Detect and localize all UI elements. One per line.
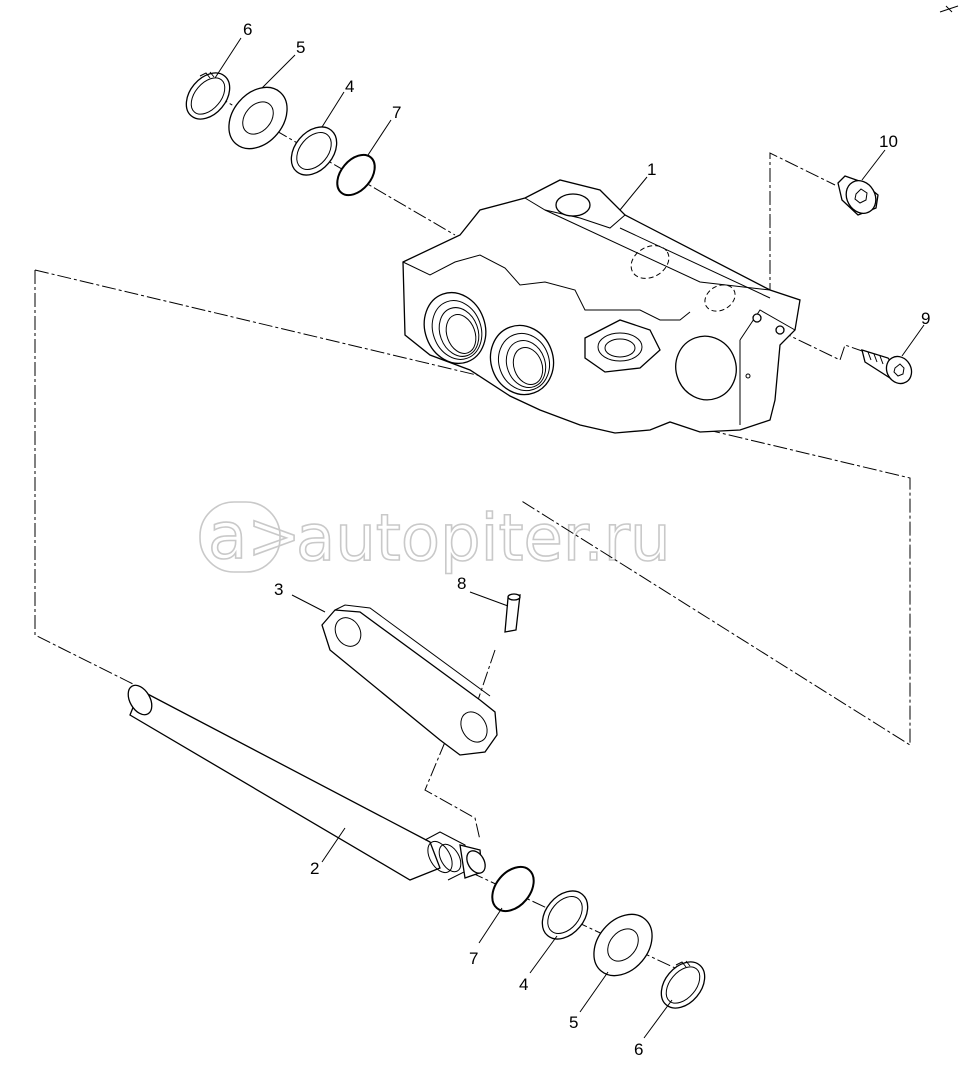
port-2 bbox=[489, 324, 555, 396]
callout-screw-10: 10 bbox=[879, 132, 898, 151]
bottom-washer bbox=[593, 913, 653, 977]
callout-bottom-o-ring: 7 bbox=[469, 949, 478, 968]
side-bore bbox=[675, 335, 737, 401]
watermark-logo-badge bbox=[199, 501, 281, 573]
watermark: a> autopiter.ru bbox=[199, 499, 671, 577]
corner-mark bbox=[939, 5, 959, 13]
callout-bottom-washer: 5 bbox=[569, 1013, 578, 1032]
valve-body bbox=[402, 179, 801, 434]
callout-top-backup-ring: 4 bbox=[345, 77, 354, 96]
watermark-text: autopiter.ru bbox=[296, 502, 671, 576]
top-retaining-ring bbox=[185, 71, 231, 120]
lever bbox=[321, 604, 498, 756]
watermark-logo-text: a> bbox=[208, 500, 301, 574]
bottom-retaining-ring bbox=[660, 960, 706, 1009]
callout-lever: 3 bbox=[274, 580, 283, 599]
top-washer bbox=[228, 86, 288, 150]
roll-pin bbox=[504, 593, 521, 633]
socket-head-screw-9 bbox=[861, 349, 913, 385]
callout-screw-9: 9 bbox=[921, 309, 930, 328]
callout-bottom-retaining-ring: 6 bbox=[634, 1040, 643, 1059]
top-o-ring bbox=[336, 153, 376, 197]
callout-valve-body: 1 bbox=[647, 160, 656, 179]
callout-pin: 8 bbox=[457, 574, 466, 593]
port-1 bbox=[423, 291, 487, 365]
callouts: 6 5 4 7 1 10 9 3 8 2 7 4 5 6 bbox=[243, 20, 930, 1059]
callout-top-o-ring: 7 bbox=[392, 103, 401, 122]
spool-shaft bbox=[127, 684, 486, 881]
socket-head-screw-10 bbox=[837, 175, 879, 216]
bottom-o-ring bbox=[491, 865, 535, 913]
bottom-backup-ring bbox=[541, 890, 589, 940]
top-backup-ring bbox=[290, 126, 338, 176]
callout-spool-shaft: 2 bbox=[310, 859, 319, 878]
callout-top-washer: 5 bbox=[296, 38, 305, 57]
callout-top-retaining-ring: 6 bbox=[243, 20, 252, 39]
leader-lines bbox=[214, 37, 925, 1039]
top-port bbox=[584, 319, 661, 373]
callout-bottom-backup-ring: 4 bbox=[519, 975, 528, 994]
